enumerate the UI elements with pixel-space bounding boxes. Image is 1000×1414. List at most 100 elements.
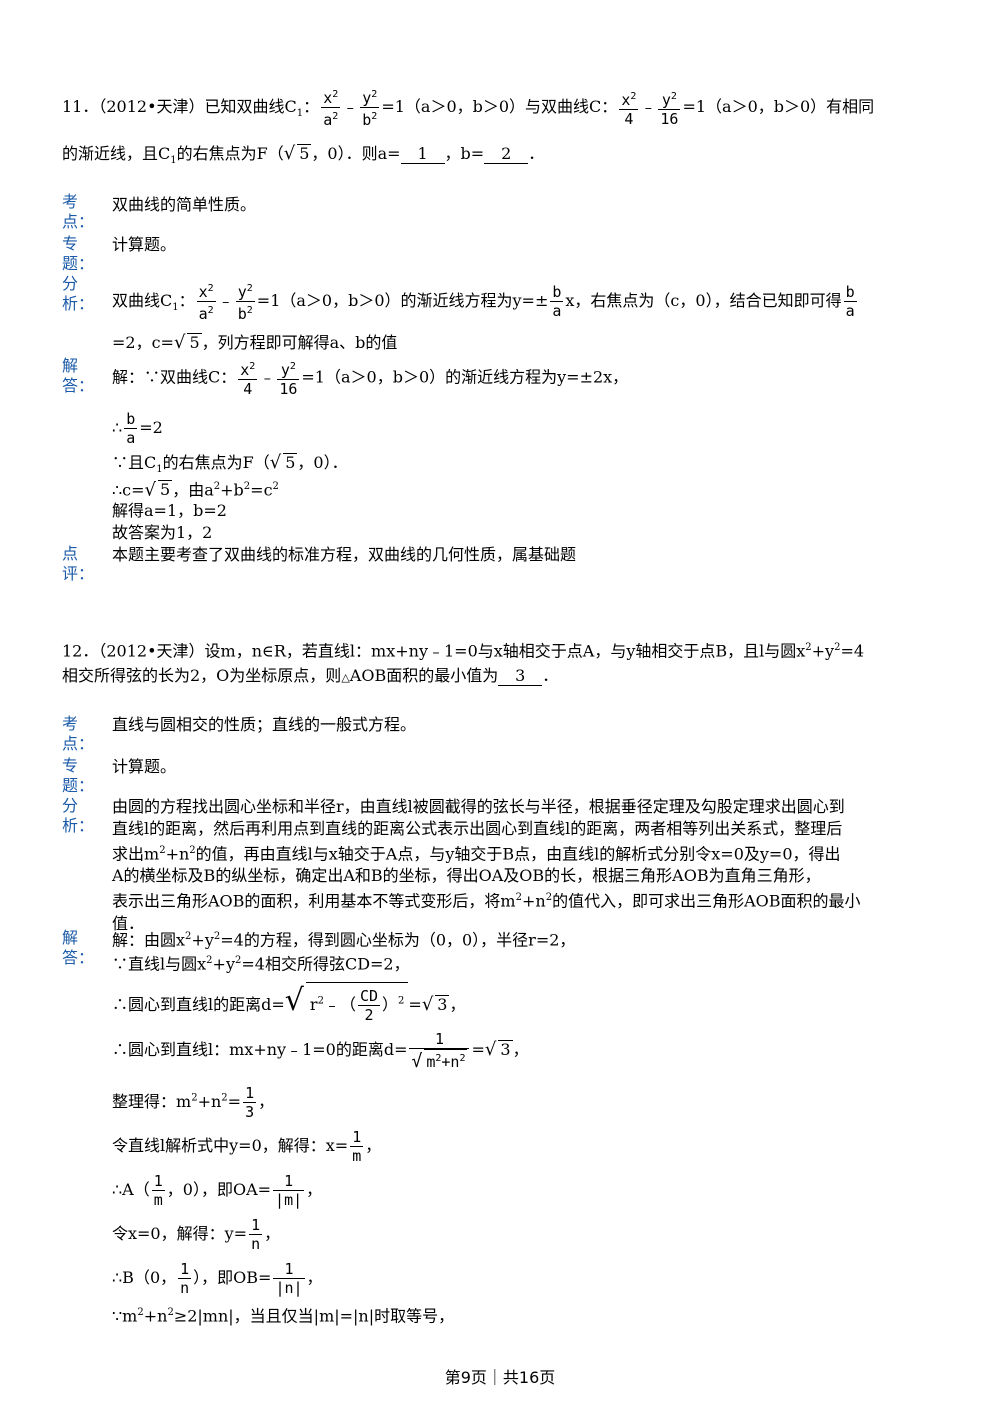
text: ∵且C [112, 453, 157, 472]
frac-num: y [280, 361, 290, 379]
frac-den: a [552, 302, 562, 320]
fenxi-line: 求出m2+n2的值，再由直线l与x轴交于A点，与y轴交于B点，由直线l的解析式分… [112, 840, 940, 865]
question-source: （2012•天津） [98, 97, 205, 116]
label-char: 点 [62, 544, 79, 563]
text: 整理得：m [112, 1092, 192, 1111]
sup: 2 [221, 1092, 228, 1104]
sup: 2 [207, 283, 214, 294]
label-char: 析： [62, 816, 95, 835]
label-fenxi: 分析： [62, 796, 95, 836]
text: r [309, 995, 318, 1014]
label-char: 点： [62, 212, 95, 231]
stem-text: 设m，n∈R，若直线l：mx+ny﹣1=0与x轴相交于点A，与y轴相交于点B，且… [204, 641, 806, 661]
text: +n [441, 1053, 460, 1071]
frac-den: √m2+n2 [411, 1049, 468, 1072]
label-fenxi: 分析： [62, 274, 94, 314]
text: ∴ [112, 418, 123, 437]
answer-blank-a: 1 [400, 145, 445, 164]
text: 解：由圆x [112, 930, 186, 950]
label-char: 题： [62, 254, 95, 273]
sqrt-5: 5 [283, 453, 298, 472]
page-footer: 第9页｜共16页 [444, 1368, 556, 1387]
question-12-stem: 12．（2012•天津）设m，n∈R，若直线l：mx+ny﹣1=0与x轴相交于点… [62, 636, 942, 663]
frac-den: 2 [364, 1006, 374, 1024]
text: =4的方程，得到圆心坐标为（0，0），半径r=2， [220, 930, 576, 950]
frac-den: b [362, 111, 372, 129]
stem-text: ． [542, 666, 559, 685]
sup: 2 [805, 642, 812, 653]
text: ，0）． [297, 453, 348, 472]
frac-den: 4 [624, 109, 634, 128]
frac-den: |n| [275, 1279, 303, 1297]
label-char: 分 [62, 796, 79, 815]
sup: 2 [272, 481, 279, 492]
sup: 2 [371, 111, 378, 122]
subscript: 1 [170, 155, 177, 167]
question-source: （2012•天津） [98, 641, 205, 661]
sup: 2 [137, 1307, 144, 1318]
sup: 2 [206, 955, 213, 966]
text: 令直线l解析式中y=0，解得：x= [112, 1136, 349, 1155]
text: 的右焦点为F（ [162, 453, 270, 472]
frac-num: 1 [409, 1030, 470, 1049]
frac-den: n [180, 1279, 190, 1297]
sup: 2 [246, 305, 253, 316]
text: +n [165, 844, 190, 864]
triangle-symbol: △ [341, 671, 350, 684]
sqrt-5: 5 [158, 480, 173, 500]
frac-num: x [621, 90, 631, 109]
sup: 2 [332, 111, 339, 122]
text: x，右焦点为（c，0），结合已知即可得 [565, 291, 842, 310]
frac-den: 4 [243, 380, 253, 398]
text: =2，c= [112, 333, 174, 352]
text: 表示出三角形AOB的面积，利用基本不等式变形后，将m [112, 891, 516, 911]
solution-line5: 解得a=1，b=2 [112, 501, 227, 520]
sup: 2 [515, 892, 522, 904]
text: ，0），即OA= [166, 1180, 272, 1199]
label-jieda: 解答： [62, 356, 94, 396]
sup: 2 [630, 90, 637, 102]
frac-num: b [550, 283, 564, 302]
stem-text: 的渐近线，且C [62, 144, 171, 163]
text: ， [264, 1224, 281, 1243]
sup: 2 [545, 892, 553, 904]
frac-num: b [124, 410, 138, 429]
solution-line4: ∴圆心到直线l：mx+ny﹣1=0的距离d=1√m2+n2=√3， [112, 1030, 529, 1072]
frac-num: 1 [350, 1128, 364, 1147]
frac-num: 1 [273, 1260, 305, 1279]
text: ， [258, 1092, 275, 1111]
text: =c [250, 480, 273, 500]
kaodian-text: 双曲线的简单性质。 [112, 195, 257, 214]
text: ： [178, 291, 195, 310]
text: =2 [139, 418, 163, 437]
text: =1（a＞0，b＞0）的渐近线方程为y=± [256, 291, 549, 310]
sup: 2 [435, 1053, 442, 1064]
text: 的值，再由直线l与x轴交于A点，与y轴交于B点，由直线l的解析式分别令x=0及y… [195, 844, 841, 864]
question-number: 12． [62, 641, 99, 661]
frac-num: x [323, 89, 333, 107]
solution-line6: 故答案为1，2 [112, 523, 213, 542]
sup: 2 [213, 931, 221, 942]
frac-den: a [126, 429, 136, 447]
frac-num: 1 [243, 1084, 257, 1103]
kaodian-text: 直线与圆相交的性质；直线的一般式方程。 [112, 715, 417, 734]
text: ， [512, 1040, 529, 1059]
label-char: 专 [62, 234, 79, 253]
text: ﹣（ [323, 995, 356, 1014]
text: ），即OB= [193, 1268, 272, 1287]
frac-num: y [661, 90, 671, 109]
stem-text: AOB面积的最小值为 [349, 666, 499, 685]
